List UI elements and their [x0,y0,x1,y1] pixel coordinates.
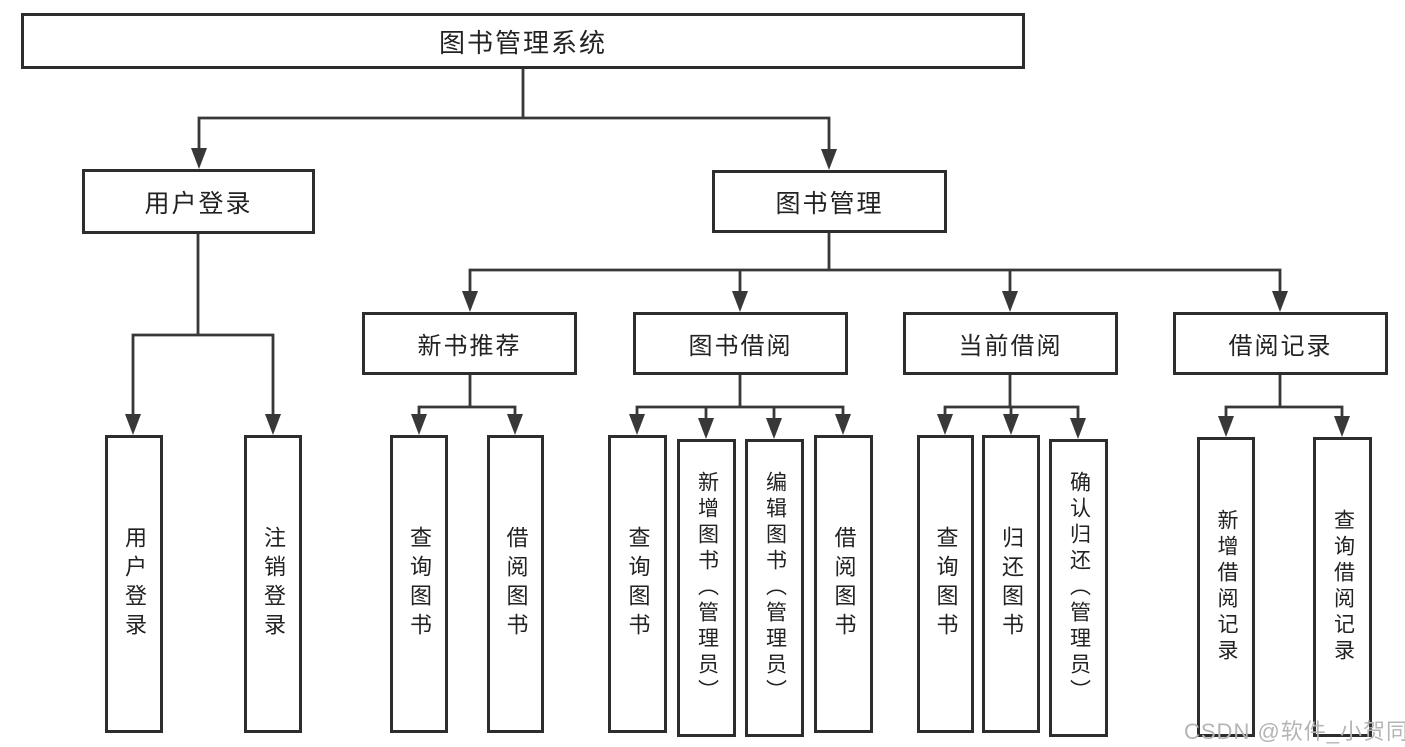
leaf-edit-books-admin: 编辑图书（管理员） [745,439,804,737]
csdn-watermark: CSDN @软件_小贺同学 [1184,719,1405,744]
leaf-query-books-1: 查询图书 [390,435,448,733]
leaf-logout: 注销登录 [244,435,302,733]
node-new-book-recommend: 新书推荐 [362,312,577,375]
node-book-management: 图书管理 [712,170,947,233]
node-borrow-records: 借阅记录 [1173,312,1388,375]
node-user-login: 用户登录 [82,169,315,234]
leaf-add-books-admin: 新增图书（管理员） [677,439,736,737]
leaf-query-books-2: 查询图书 [608,435,667,733]
node-current-borrow: 当前借阅 [903,312,1118,375]
leaf-query-borrow-record: 查询借阅记录 [1313,437,1372,737]
leaf-add-borrow-record: 新增借阅记录 [1197,437,1255,737]
node-root: 图书管理系统 [21,13,1025,69]
leaf-return-books: 归还图书 [982,435,1040,733]
arrowheads [125,148,1350,439]
leaf-borrow-books-2: 借阅图书 [814,435,873,733]
leaf-user-login: 用户登录 [105,435,163,733]
leaf-confirm-return-admin: 确认归还（管理员） [1049,439,1108,737]
leaf-borrow-books-1: 借阅图书 [487,435,544,733]
node-book-borrow: 图书借阅 [633,312,848,375]
leaf-query-books-3: 查询图书 [917,435,974,733]
